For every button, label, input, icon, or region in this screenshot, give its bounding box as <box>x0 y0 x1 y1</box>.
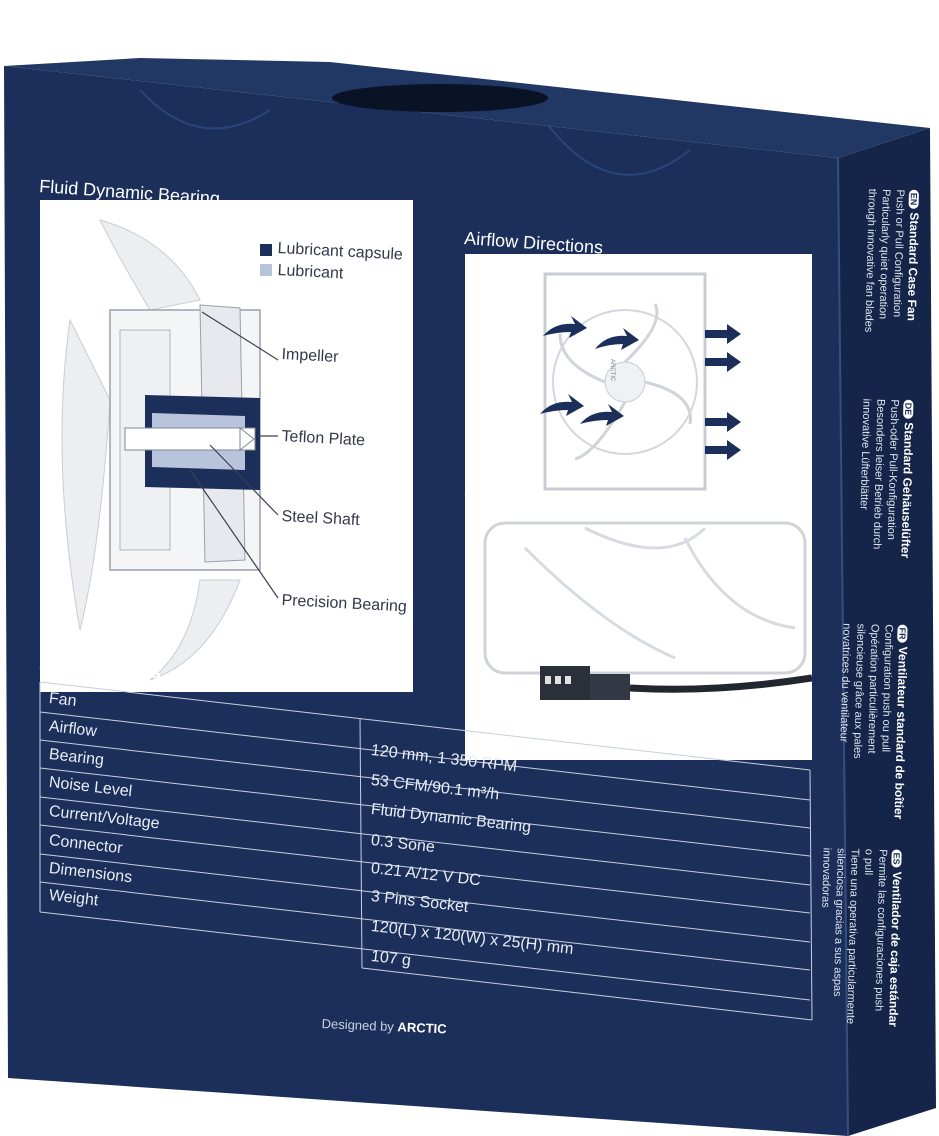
legend-swatch-capsule <box>260 244 272 256</box>
lang-badge-fr: FR <box>897 624 908 643</box>
legend-swatch-lubricant <box>260 264 272 276</box>
lang-badge-en: EN <box>908 189 920 209</box>
side-line-fr-4: novatrices du ventilateur <box>837 623 853 743</box>
airflow-diagram <box>540 272 741 491</box>
side-line-es-2: o pull <box>862 848 875 876</box>
side-line-en-1: Push or Pull Configuration <box>890 189 907 318</box>
bearing-diagram <box>61 219 279 681</box>
side-line-de-1: Push-oder Pull-Konfiguration <box>884 399 901 541</box>
fdb-panel: Lubricant capsule Lubricant Impeller Tef… <box>40 200 413 692</box>
lang-badge-es: ES <box>891 849 902 868</box>
spec-label-fan: Fan <box>48 690 78 711</box>
steel-shaft <box>124 427 256 451</box>
side-line-es-5: innovadoras <box>819 847 833 908</box>
side-line-en-2: Particularly quiet operation <box>876 188 893 320</box>
side-line-es-3: Tiene una operativa particularmente <box>844 848 861 1025</box>
footer-brand: ARCTIC <box>397 1019 447 1037</box>
airflow-panel: ARCTIC <box>465 254 812 513</box>
side-line-fr-1: Configuration push ou pull <box>879 624 895 753</box>
box-side-face <box>838 128 936 1136</box>
side-line-es-4: silenciosa gracias a sus aspas <box>830 847 847 997</box>
side-line-fr-3: silencieuse grâce aux pales <box>851 623 867 759</box>
lid-cutout-left <box>139 89 271 130</box>
side-line-en-3: through innovative fan blades <box>862 188 879 333</box>
hang-hole <box>332 84 548 112</box>
footer-prefix: Designed by <box>321 1016 395 1035</box>
plug-diagram <box>483 521 812 700</box>
lid-cutout-right <box>547 124 691 176</box>
plug-panel <box>465 508 812 760</box>
connector-cable <box>629 674 812 693</box>
side-line-de-2: Besonders leiser Betrieb durch <box>870 398 887 550</box>
side-line-de-3: innovative Lüfterblätter <box>857 398 873 511</box>
lang-badge-de: DE <box>903 399 914 419</box>
side-line-fr-2: Opération particulièrement <box>865 623 881 754</box>
